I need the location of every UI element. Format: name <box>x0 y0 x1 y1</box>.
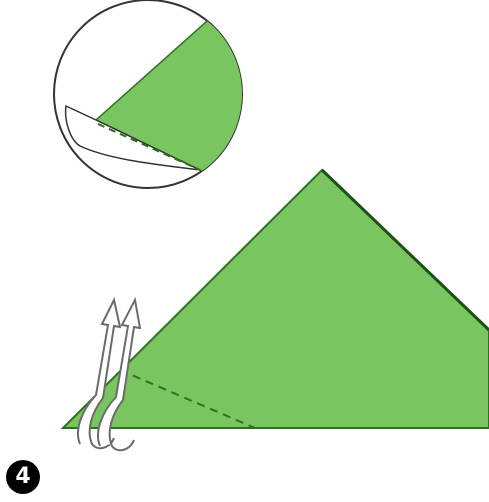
green-paper-shape <box>63 170 489 428</box>
step-number-badge: 4 <box>6 460 40 494</box>
magnified-detail <box>54 0 250 192</box>
main-paper <box>63 170 489 428</box>
